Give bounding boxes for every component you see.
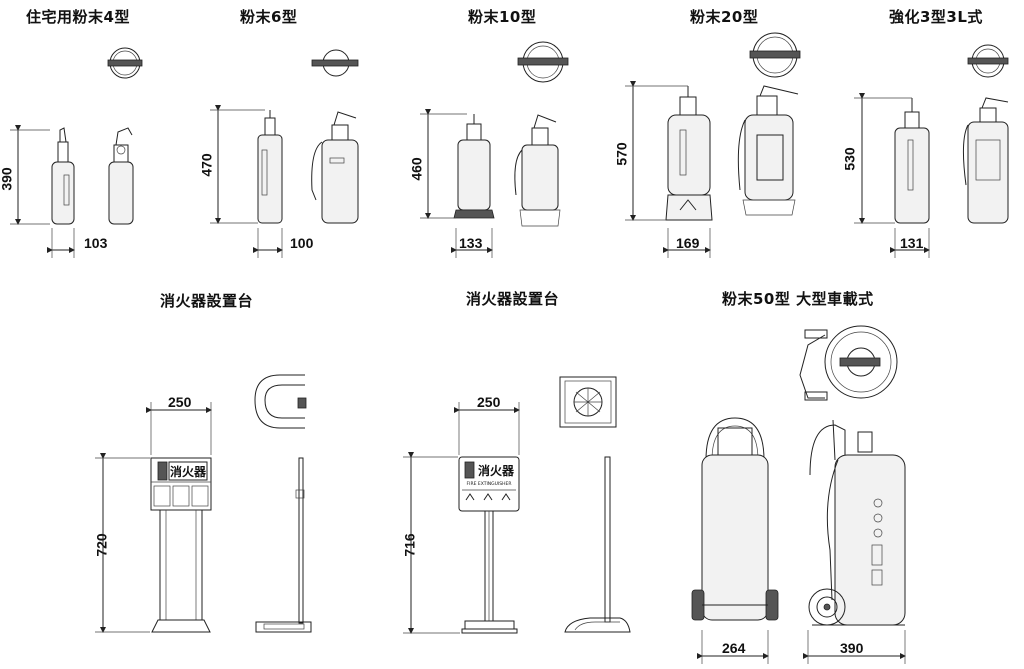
powder-20-side-view [737, 85, 799, 216]
powder-20-front-view [665, 86, 713, 221]
dim-stand-2-width: 250 [477, 394, 501, 410]
reinforced-3-front-view [894, 98, 930, 224]
powder-6-front-view [257, 110, 283, 224]
title-powder-6: 粉末6型 [240, 8, 298, 26]
powder-50-front-view [691, 417, 779, 621]
powder-20-top-view [749, 32, 801, 78]
title-powder-20: 粉末20型 [690, 8, 759, 26]
stand-1-sign-label: 消火器 [170, 464, 207, 479]
dim-powder-6-width: 100 [290, 235, 314, 251]
title-powder-50: 粉末50型 大型車載式 [722, 290, 874, 308]
powder-10-front-view [453, 114, 495, 219]
stand-1-top-view [254, 374, 307, 429]
stand-1-front-view: 消火器 [150, 457, 212, 633]
powder-6-side-view [311, 111, 359, 224]
home-powder-4-front-view [51, 127, 75, 225]
dim-stand-1-width: 250 [168, 394, 192, 410]
title-stand-2: 消火器設置台 [466, 290, 560, 308]
dim-powder-50-side-width: 390 [840, 640, 864, 656]
dim-powder-50-front-width: 264 [722, 640, 746, 656]
title-powder-10: 粉末10型 [468, 8, 537, 26]
stand-2-sign-sublabel: FIRE EXTINGUISHER [467, 481, 512, 487]
reinforced-3-side-view [962, 97, 1009, 224]
reinforced-3-top-view [967, 44, 1009, 78]
powder-50-side-view [808, 419, 906, 626]
stand-2-front-view: 消火器 FIRE EXTINGUISHER [458, 456, 520, 634]
home-powder-4-side-view [108, 127, 134, 225]
powder-6-top-view [311, 49, 359, 77]
title-home-powder-4: 住宅用粉末4型 [26, 8, 130, 26]
powder-10-side-view [514, 114, 561, 227]
title-stand-1: 消火器設置台 [160, 292, 254, 310]
stand-1-side-view [255, 457, 312, 633]
powder-10-top-view [517, 41, 569, 83]
powder-50-top-view [799, 325, 898, 401]
stand-2-sign-label: 消火器 [478, 463, 515, 478]
stand-2-top-view [559, 376, 617, 428]
home-powder-4-top-view [107, 47, 143, 79]
dim-home-powder-4-width: 103 [84, 235, 108, 251]
title-reinforced-3: 強化3型3L式 [889, 8, 983, 26]
stand-2-side-view [564, 456, 631, 633]
